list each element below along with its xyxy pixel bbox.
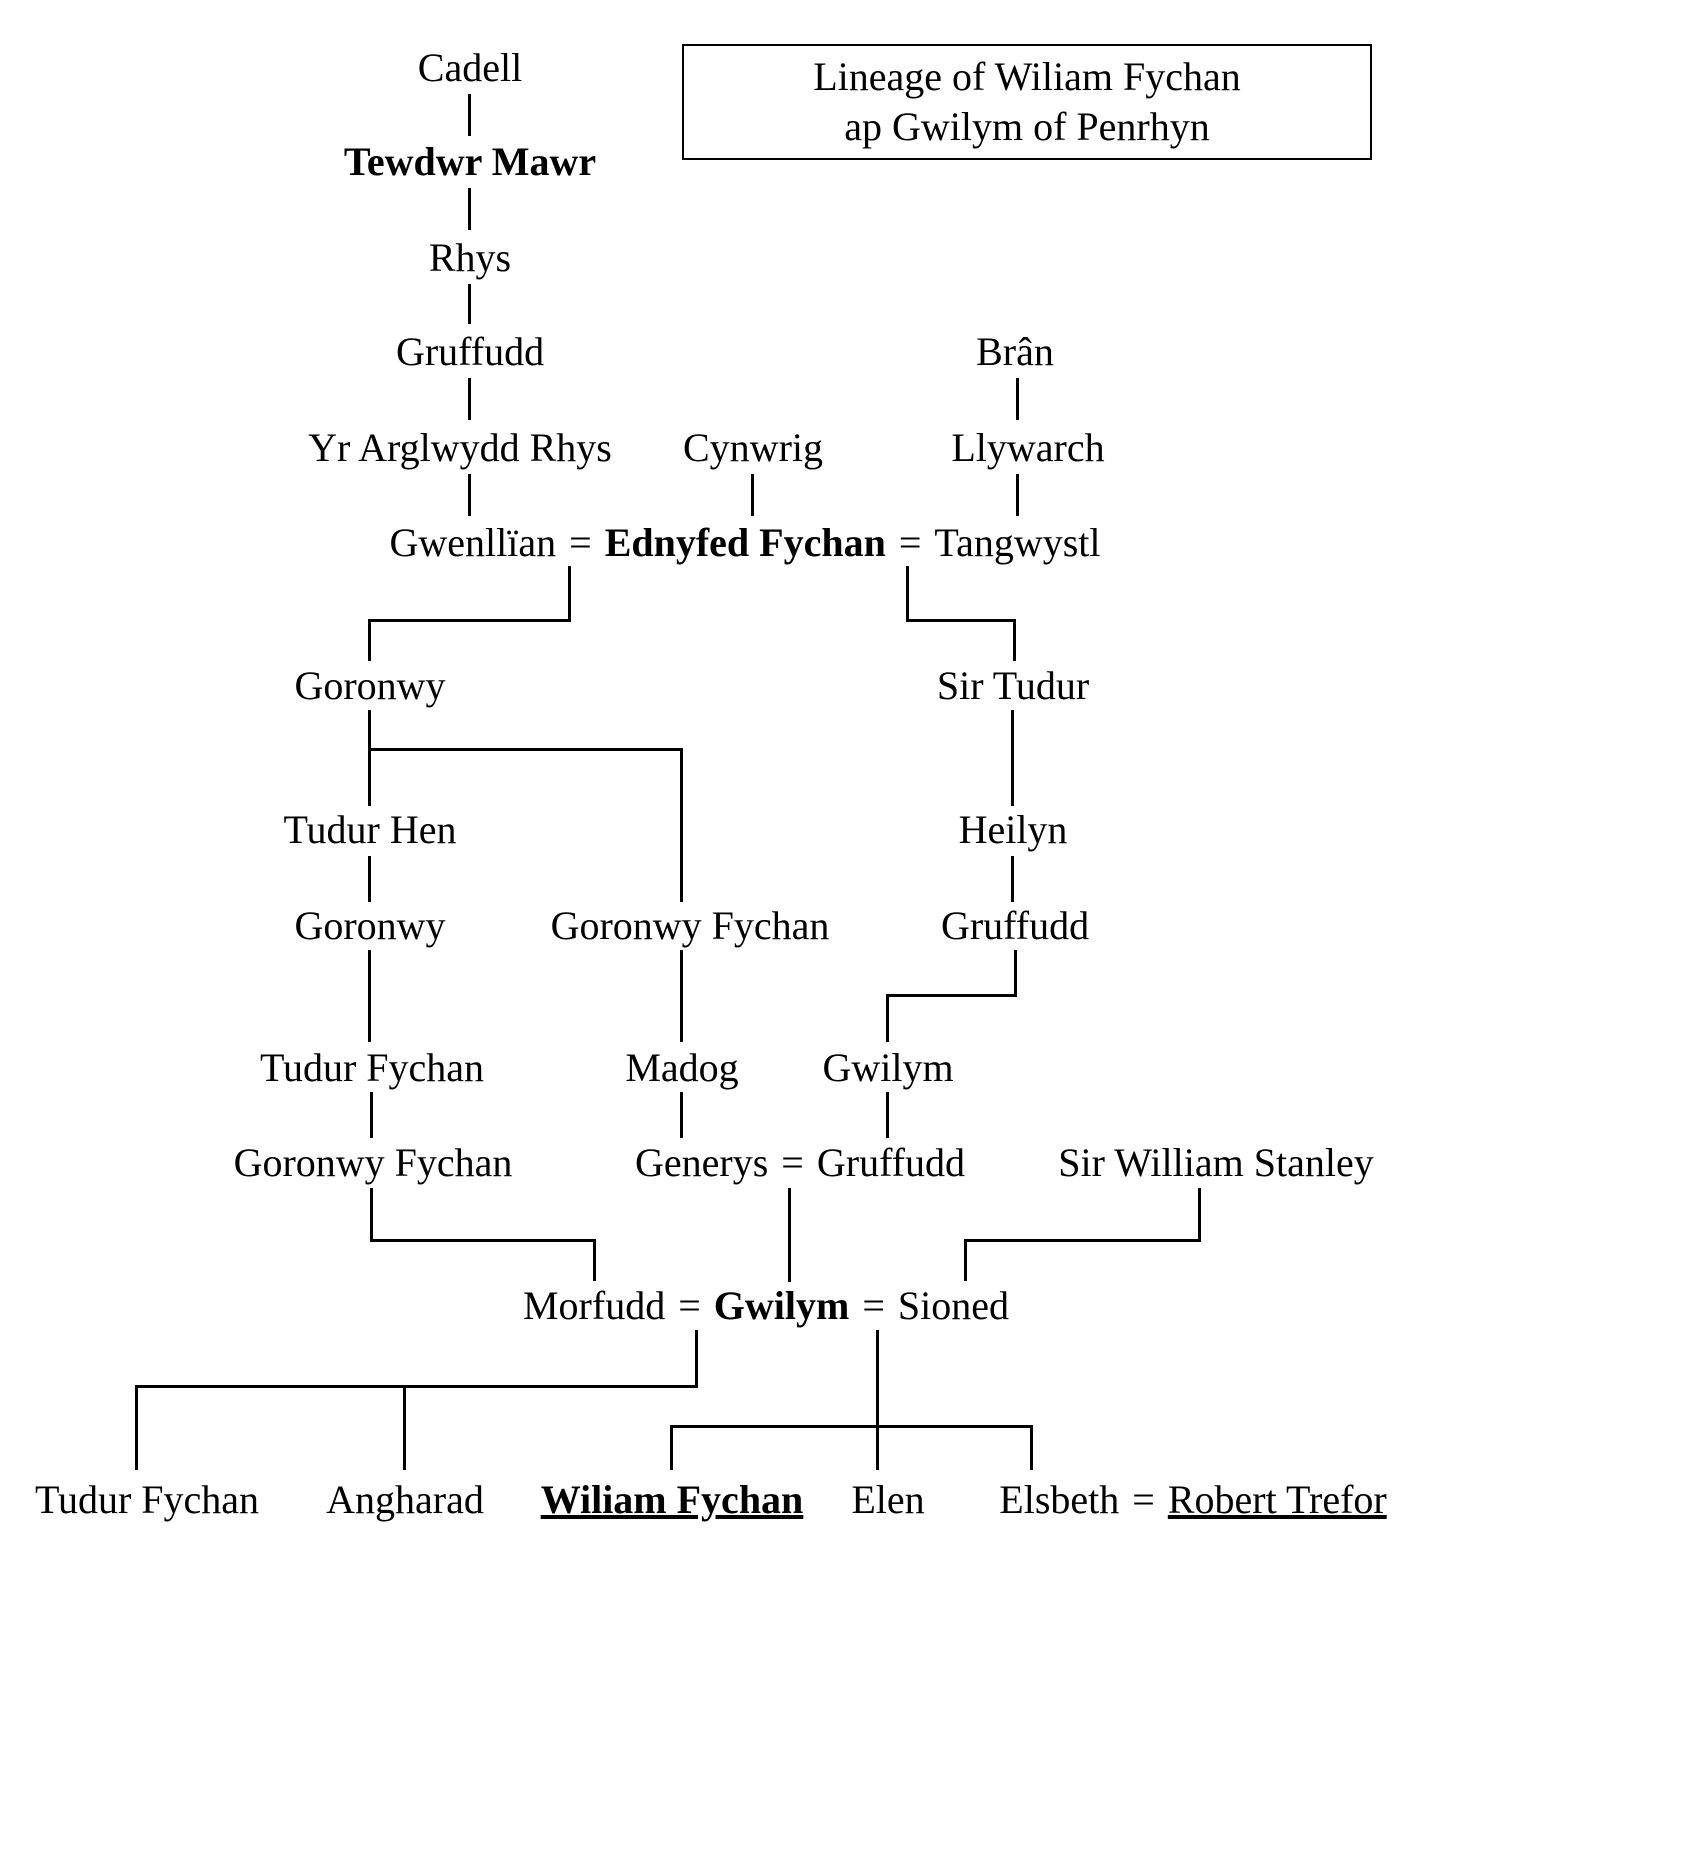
person-elen: Elen <box>851 1477 925 1522</box>
connector-line <box>1030 1425 1033 1470</box>
connector-line <box>670 1425 1033 1428</box>
connector-line <box>1011 710 1014 806</box>
connector-line <box>876 1425 879 1470</box>
connector-line <box>1011 856 1014 902</box>
connector-line <box>368 748 683 751</box>
connector-line <box>964 1239 967 1281</box>
person-tudur-hen: Tudur Hen <box>283 807 457 852</box>
person-angharad: Angharad <box>326 1477 484 1522</box>
connector-line <box>751 474 754 516</box>
connector-line <box>695 1330 698 1388</box>
connector-line <box>886 994 889 1042</box>
connector-line <box>1198 1188 1201 1242</box>
connector-line <box>593 1239 596 1281</box>
connector-line <box>370 1188 373 1242</box>
connector-line <box>906 566 909 622</box>
person-gwenllian: Gwenllïan <box>389 520 557 565</box>
person-gwilym-2: Gwilym <box>713 1283 850 1328</box>
person-gruffudd-2: Gruffudd <box>940 903 1090 948</box>
couple-generys-gruffudd: Generys = Gruffudd <box>635 1141 965 1185</box>
connector-line <box>906 619 1016 622</box>
connector-line <box>368 710 371 806</box>
person-bran: Brân <box>976 329 1054 374</box>
person-yr-arglwydd-rhys: Yr Arglwydd Rhys <box>308 425 612 470</box>
connector-line <box>468 284 471 324</box>
connector-line <box>403 1385 406 1470</box>
connector-line <box>670 1425 673 1470</box>
couple-elsbeth-robert-trefor: Elsbeth = Robert Trefor <box>999 1478 1386 1522</box>
connector-line <box>1016 378 1019 420</box>
person-gruffudd-1: Gruffudd <box>395 329 545 374</box>
person-gruffudd-3: Gruffudd <box>816 1140 965 1185</box>
connector-line <box>680 950 683 1042</box>
couple-gwenllian-ednyfed-tangwystl: Gwenllïan = Ednyfed Fychan = Tangwystl <box>390 521 1101 565</box>
connector-line <box>1016 474 1019 516</box>
person-robert-trefor: Robert Trefor <box>1167 1477 1387 1522</box>
person-elsbeth: Elsbeth <box>999 1477 1120 1522</box>
connector-line <box>368 856 371 902</box>
person-rhys: Rhys <box>428 235 512 280</box>
connector-line <box>468 94 471 136</box>
connector-line <box>680 748 683 902</box>
person-generys: Generys <box>635 1140 769 1185</box>
equals-sign: = <box>898 520 922 565</box>
connector-line <box>135 1385 698 1388</box>
equals-sign: = <box>569 520 592 565</box>
diagram-title-box: Lineage of Wiliam Fychan ap Gwilym of Pe… <box>682 44 1372 160</box>
person-tangwystl: Tangwystl <box>934 520 1101 565</box>
equals-sign: = <box>678 1283 701 1328</box>
equals-sign: = <box>862 1283 885 1328</box>
person-tudur-fychan-1: Tudur Fychan <box>259 1045 485 1090</box>
connector-line <box>964 1239 1201 1242</box>
connector-line <box>886 1092 889 1138</box>
connector-line <box>1013 619 1016 661</box>
connector-line <box>368 950 371 1042</box>
connector-line <box>368 619 371 661</box>
connector-line <box>1014 950 1017 996</box>
person-ednyfed-fychan: Ednyfed Fychan <box>604 520 886 565</box>
connector-line <box>370 1239 596 1242</box>
connector-line <box>370 1092 373 1138</box>
connector-line <box>468 188 471 230</box>
person-heilyn: Heilyn <box>958 807 1068 852</box>
person-gwilym-1: Gwilym <box>822 1045 954 1090</box>
connector-line <box>788 1188 791 1282</box>
person-goronwy-1: Goronwy <box>294 663 446 708</box>
person-llywarch: Llywarch <box>951 425 1105 470</box>
connector-line <box>368 619 571 622</box>
person-cadell: Cadell <box>417 45 523 90</box>
person-goronwy-2: Goronwy <box>294 903 446 948</box>
connector-line <box>135 1385 138 1470</box>
person-sioned: Sioned <box>897 1283 1010 1328</box>
diagram-title-line2: ap Gwilym of Penrhyn <box>844 104 1210 149</box>
person-cynwrig: Cynwrig <box>683 425 823 470</box>
connector-line <box>886 994 1017 997</box>
person-tudur-fychan-2: Tudur Fychan <box>34 1477 260 1522</box>
connector-line <box>468 474 471 516</box>
person-sir-william-stanley: Sir William Stanley <box>1058 1140 1374 1185</box>
person-goronwy-fychan-2: Goronwy Fychan <box>233 1140 513 1185</box>
person-tewdwr-mawr: Tewdwr Mawr <box>343 139 597 184</box>
person-morfudd: Morfudd <box>522 1283 666 1328</box>
person-sir-tudur: Sir Tudur <box>936 663 1090 708</box>
equals-sign: = <box>781 1140 804 1185</box>
connector-line <box>468 378 471 420</box>
couple-morfudd-gwilym-sioned: Morfudd = Gwilym = Sioned <box>523 1284 1009 1328</box>
person-goronwy-fychan-1: Goronwy Fychan <box>550 903 830 948</box>
connector-line <box>680 1092 683 1138</box>
connector-line <box>568 566 571 622</box>
equals-sign: = <box>1132 1477 1155 1522</box>
person-wiliam-fychan: Wiliam Fychan <box>540 1477 804 1522</box>
person-madog: Madog <box>625 1045 739 1090</box>
connector-line <box>876 1330 879 1428</box>
diagram-title-line1: Lineage of Wiliam Fychan <box>813 54 1241 99</box>
